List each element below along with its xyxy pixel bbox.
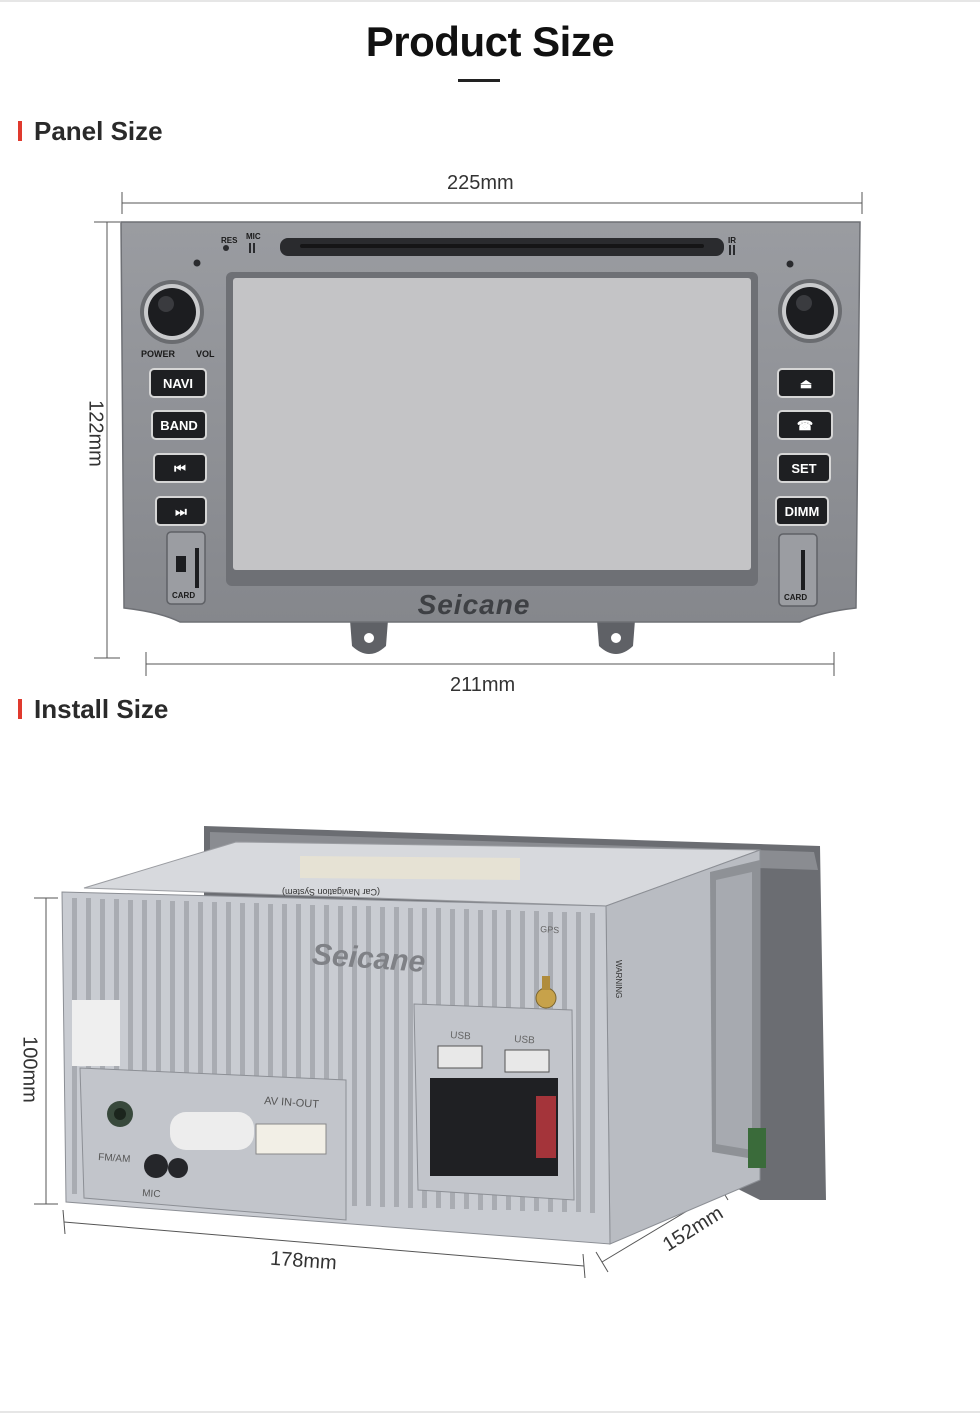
gps-label: GPS: [540, 924, 560, 935]
install-dimension-lines: [34, 897, 729, 1279]
mic-jack[interactable]: [144, 1154, 168, 1178]
chassis-rear: [61, 891, 611, 1245]
section-marker: [18, 699, 22, 720]
chassis-top: [83, 841, 761, 907]
title-underline: [458, 79, 500, 82]
svg-text:DIMM: DIMM: [785, 504, 820, 519]
usb2-label: USB: [514, 1034, 536, 1046]
install-width-label: 178mm: [269, 1247, 338, 1275]
heatsink-fins: [72, 898, 595, 1213]
res-label: RES: [221, 236, 238, 245]
fm-am-antenna-jack[interactable]: [107, 1101, 133, 1127]
phone-button[interactable]: ☎: [777, 410, 833, 440]
right-connector-plate: [413, 1003, 575, 1201]
usb-port-2[interactable]: [504, 1049, 550, 1073]
mic-jack-label: MIC: [142, 1188, 161, 1200]
dimm-button[interactable]: DIMM: [775, 496, 829, 526]
top-divider: [0, 0, 980, 2]
fm-am-label: FM/AM: [98, 1152, 131, 1165]
power-knob[interactable]: [140, 280, 204, 344]
power-label: POWER: [141, 349, 176, 359]
install-depth-label: 152mm: [658, 1202, 728, 1257]
navi-button[interactable]: NAVI: [149, 368, 207, 398]
card-slot-right[interactable]: [778, 533, 818, 607]
display-screen[interactable]: [233, 278, 751, 570]
panel-dimension-lines: [94, 192, 863, 676]
usb1-label: USB: [450, 1030, 472, 1042]
svg-text:NAVI: NAVI: [163, 376, 193, 391]
nav-system-label: (Car Navigation System): [282, 887, 380, 897]
panel-width-label: 225mm: [447, 172, 514, 194]
svg-text:SET: SET: [791, 461, 816, 476]
card-left-label: CARD: [172, 591, 195, 600]
usb-port-1[interactable]: [437, 1045, 483, 1069]
brand-logo: Seicane: [418, 589, 531, 620]
gps-antenna-connector[interactable]: [535, 987, 557, 1009]
phone-icon: ☎: [797, 418, 813, 433]
set-button[interactable]: SET: [777, 453, 831, 483]
rear-sticker: [72, 1000, 120, 1066]
svg-text:BAND: BAND: [160, 418, 198, 433]
vol-label: VOL: [196, 349, 215, 359]
warning-label: WARNING: [614, 960, 623, 998]
panel-bottom-width-label: 211mm: [450, 674, 516, 696]
prev-track-icon: ⏮: [174, 461, 186, 476]
section-panel-size: Panel Size: [18, 116, 163, 147]
ir-label: IR: [728, 236, 736, 245]
next-track-icon: ⏭: [175, 504, 187, 519]
right-knob[interactable]: [778, 279, 842, 343]
fuse: [536, 1096, 556, 1158]
rear-brand-logo: Seicane: [311, 938, 426, 979]
chassis-side: [605, 849, 761, 1245]
panel-front-drawing: RES MIC IR POWER VOL Seicane NAVI BAND ⏮: [94, 192, 863, 676]
card-right-label: CARD: [784, 593, 807, 602]
section-install-size: Install Size: [18, 694, 168, 725]
install-height-label: 100mm: [18, 1036, 41, 1103]
av-in-out-label: AV IN-OUT: [264, 1095, 320, 1111]
band-button[interactable]: BAND: [151, 410, 207, 440]
section-install-label: Install Size: [34, 694, 169, 724]
reset-hole-icon[interactable]: [223, 245, 229, 251]
eject-icon: ⏏: [800, 376, 812, 391]
left-connector-plate: [79, 1067, 347, 1221]
rear-faceplate: [204, 826, 826, 1200]
section-panel-label: Panel Size: [34, 116, 163, 146]
mounting-tabs: [350, 620, 635, 654]
page-title: Product Size: [365, 18, 615, 65]
card-slot-left[interactable]: [166, 531, 206, 605]
section-marker: [18, 121, 22, 142]
prev-track-button[interactable]: ⏮: [153, 453, 207, 483]
av-in-out-connector[interactable]: [255, 1123, 327, 1155]
eject-button[interactable]: ⏏: [777, 368, 835, 398]
iso-harness-connector[interactable]: [430, 1078, 558, 1176]
next-track-button[interactable]: ⏭: [155, 496, 207, 526]
circuit-board-edge: [748, 1128, 766, 1168]
bottom-divider: [0, 1411, 980, 1413]
mic-label: MIC: [246, 232, 261, 241]
